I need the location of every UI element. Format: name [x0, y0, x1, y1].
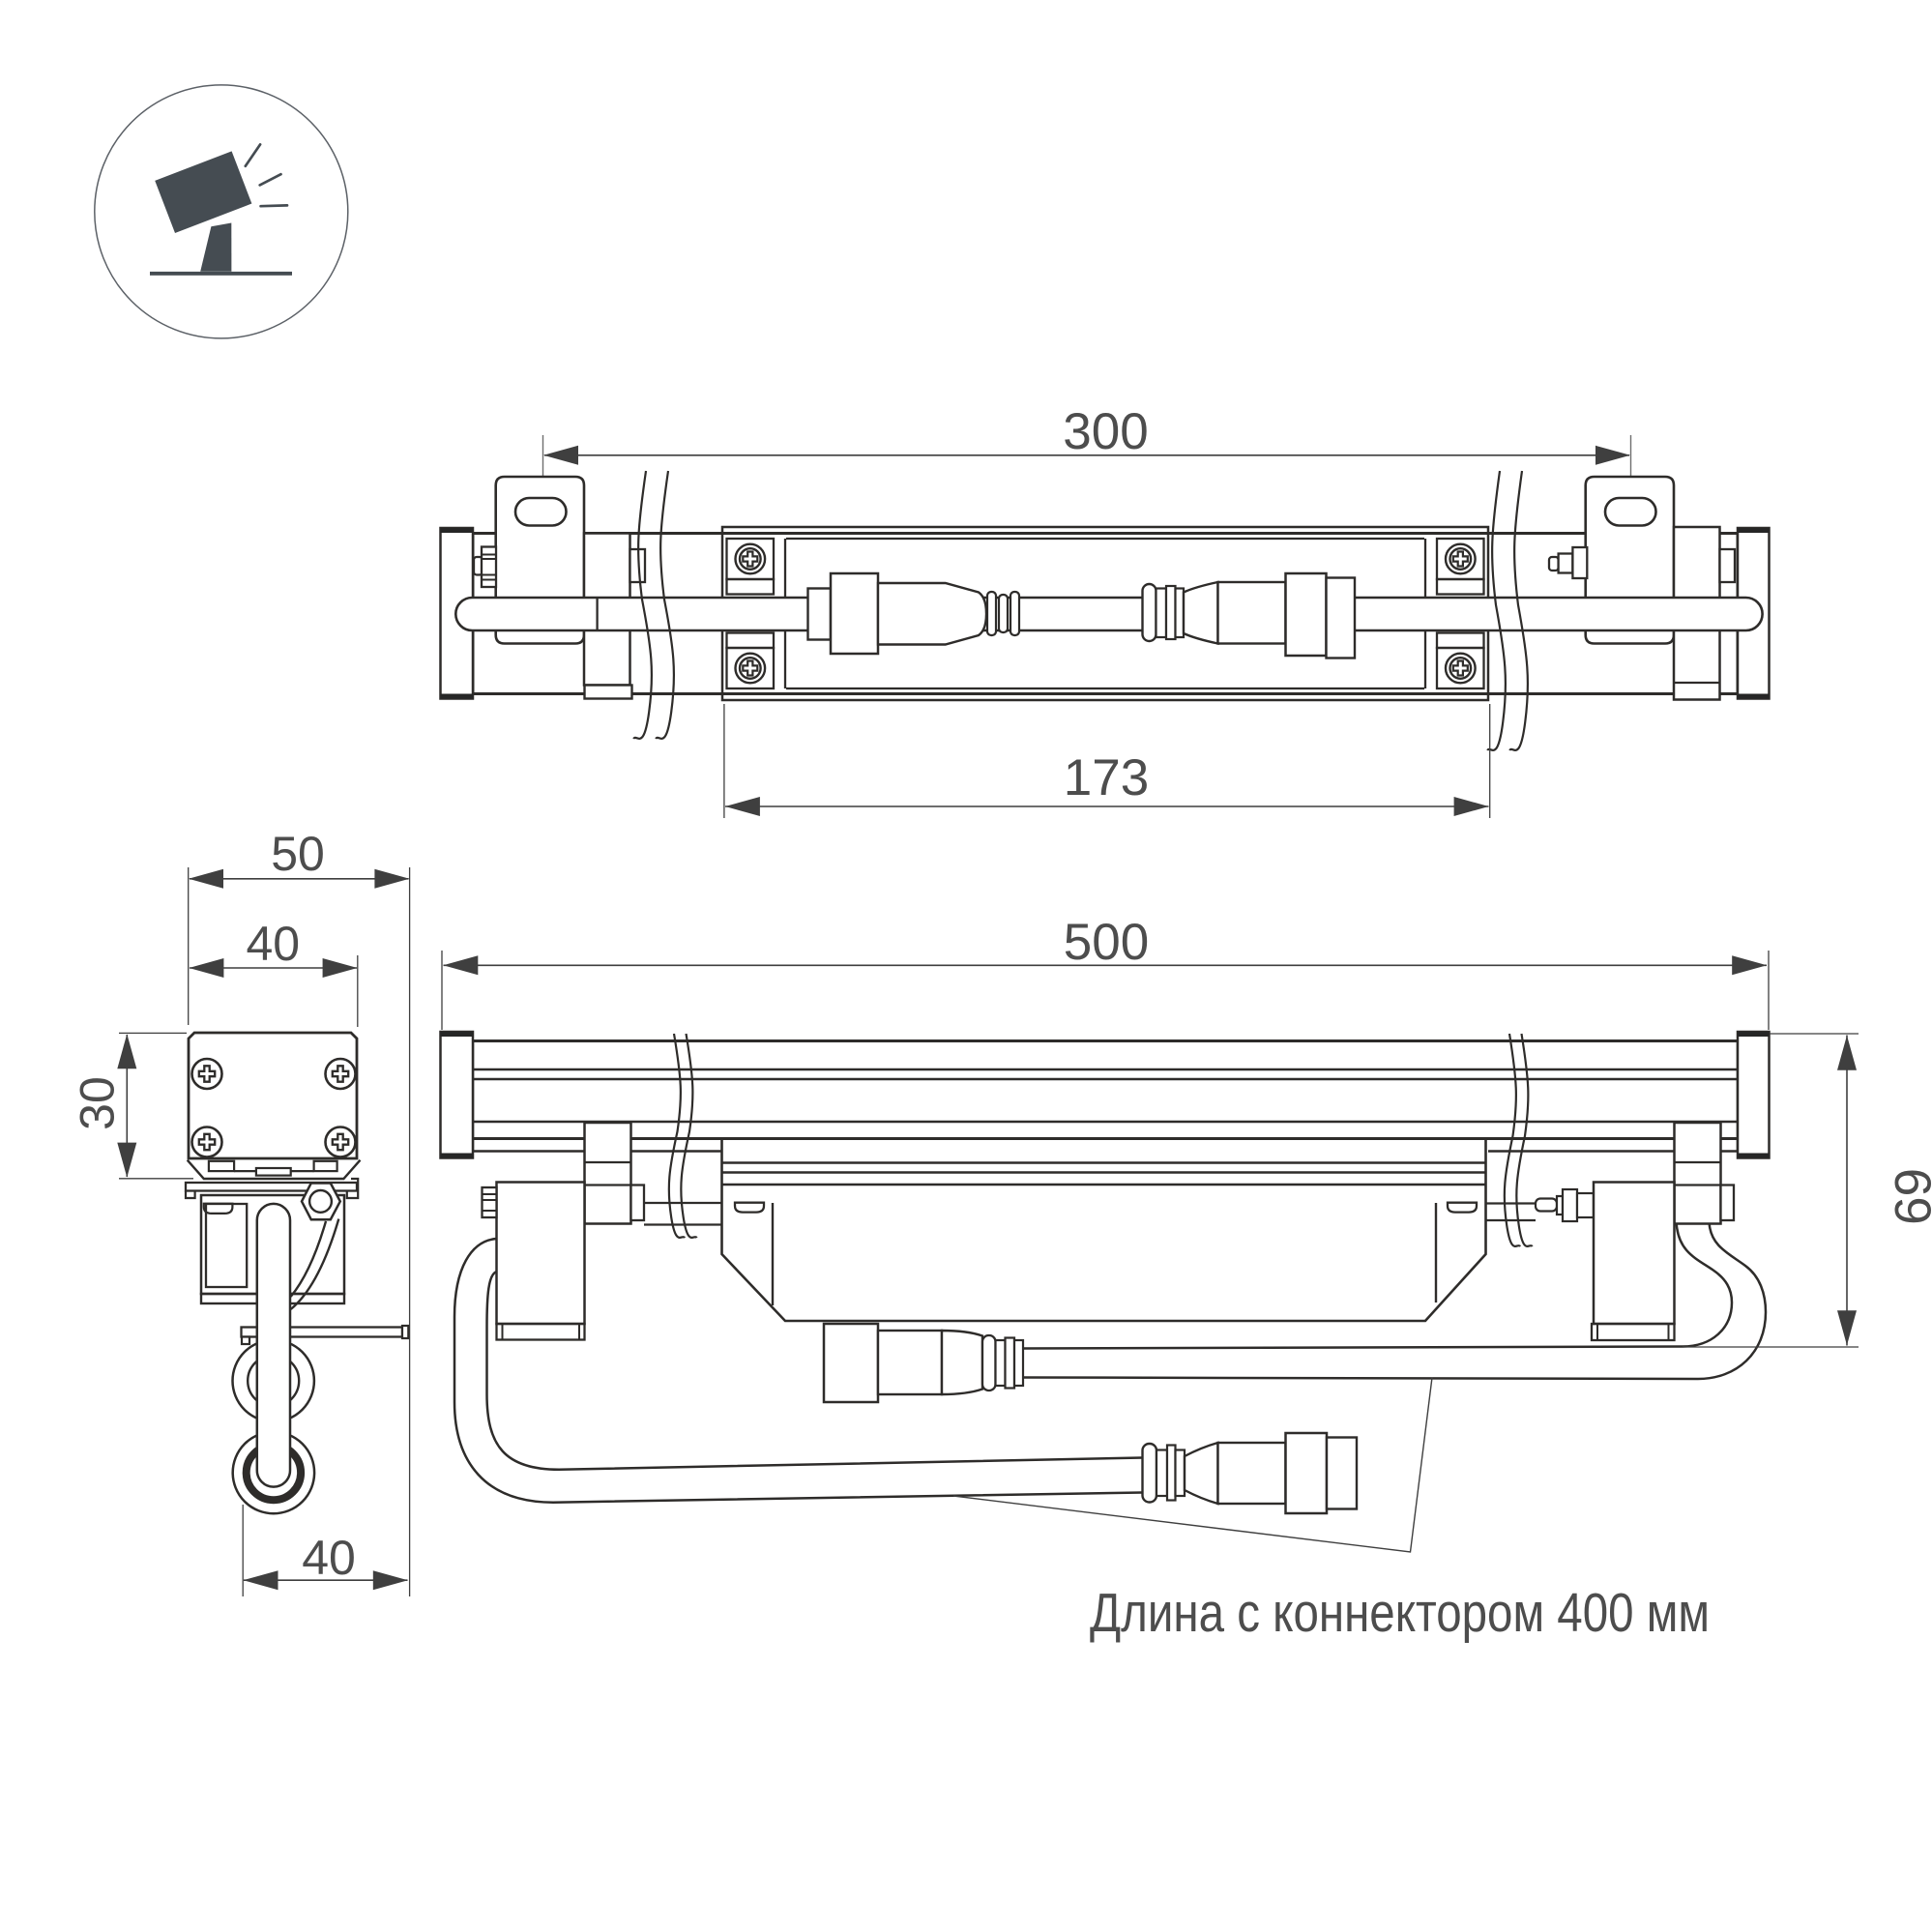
svg-text:Длина с коннектором 400 мм: Длина с коннектором 400 мм — [1090, 1582, 1710, 1644]
svg-text:40: 40 — [246, 917, 300, 971]
svg-text:300: 300 — [1063, 403, 1148, 460]
svg-text:30: 30 — [71, 1076, 125, 1130]
svg-text:40: 40 — [302, 1531, 356, 1585]
svg-text:500: 500 — [1064, 914, 1149, 971]
svg-text:50: 50 — [271, 827, 325, 881]
svg-text:69: 69 — [1886, 1168, 1932, 1225]
svg-text:173: 173 — [1064, 749, 1149, 806]
